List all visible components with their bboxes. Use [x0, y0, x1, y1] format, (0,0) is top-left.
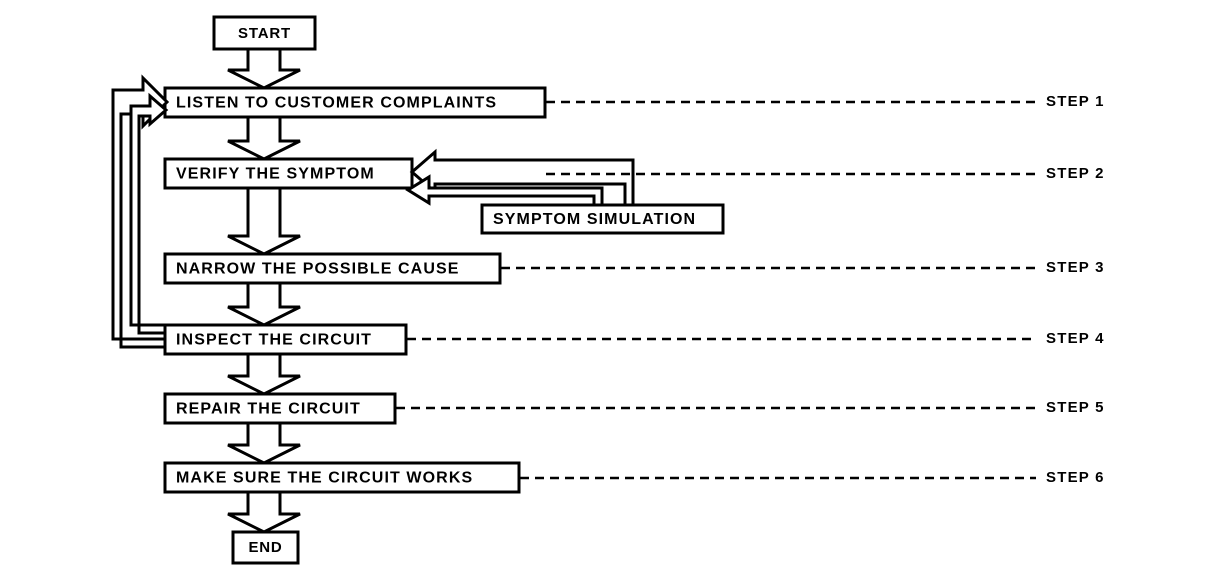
arrow-verify-to-narrow — [227, 186, 301, 256]
arrow-repair-to-makesure — [227, 421, 301, 465]
process-listen-label: LISTEN TO CUSTOMER COMPLAINTS — [176, 95, 497, 112]
process-symptom-simulation: SYMPTOM SIMULATION — [480, 203, 725, 235]
terminal-start: START — [212, 15, 317, 51]
terminal-end: END — [231, 530, 300, 565]
process-makesure-label: MAKE SURE THE CIRCUIT WORKS — [176, 470, 473, 487]
step-label-3: STEP 3 — [1046, 259, 1105, 276]
process-inspect-label: INSPECT THE CIRCUIT — [176, 332, 372, 349]
step-connector-6: STEP 6 — [520, 469, 1105, 486]
terminal-start-label: START — [238, 25, 291, 42]
process-make-sure-the-circuit-works: MAKE SURE THE CIRCUIT WORKS — [163, 461, 521, 494]
process-repair-the-circuit: REPAIR THE CIRCUIT — [163, 392, 397, 425]
process-verify-label: VERIFY THE SYMPTOM — [176, 166, 375, 183]
process-inspect-the-circuit: INSPECT THE CIRCUIT — [163, 323, 408, 356]
arrow-start-to-listen — [227, 47, 301, 90]
step-label-6: STEP 6 — [1046, 469, 1105, 486]
process-listen-to-customer-complaints: LISTEN TO CUSTOMER COMPLAINTS — [163, 86, 547, 119]
process-narrow-the-possible-cause: NARROW THE POSSIBLE CAUSE — [163, 252, 502, 285]
step-connector-4: STEP 4 — [407, 330, 1105, 347]
arrow-listen-to-verify — [227, 115, 301, 161]
arrow-inspect-to-repair — [227, 352, 301, 396]
step-label-5: STEP 5 — [1046, 399, 1105, 416]
feedback-arrow-symptom-to-verify-lower — [405, 174, 604, 207]
step-connector-1: STEP 1 — [546, 93, 1105, 110]
step-label-1: STEP 1 — [1046, 93, 1105, 110]
arrow-narrow-to-inspect — [227, 281, 301, 327]
terminal-end-label: END — [248, 539, 282, 556]
step-connector-2: STEP 2 — [546, 165, 1105, 182]
step-connector-5: STEP 5 — [396, 399, 1105, 416]
step-label-4: STEP 4 — [1046, 330, 1105, 347]
process-narrow-label: NARROW THE POSSIBLE CAUSE — [176, 261, 460, 278]
feedback-arrow-inspect-to-listen-inner — [129, 92, 169, 335]
process-symptom-simulation-label: SYMPTOM SIMULATION — [493, 211, 696, 228]
process-verify-the-symptom: VERIFY THE SYMPTOM — [163, 157, 414, 190]
arrow-makesure-to-end — [227, 490, 301, 534]
step-label-2: STEP 2 — [1046, 165, 1105, 182]
step-connector-3: STEP 3 — [501, 259, 1105, 276]
process-repair-label: REPAIR THE CIRCUIT — [176, 401, 361, 418]
